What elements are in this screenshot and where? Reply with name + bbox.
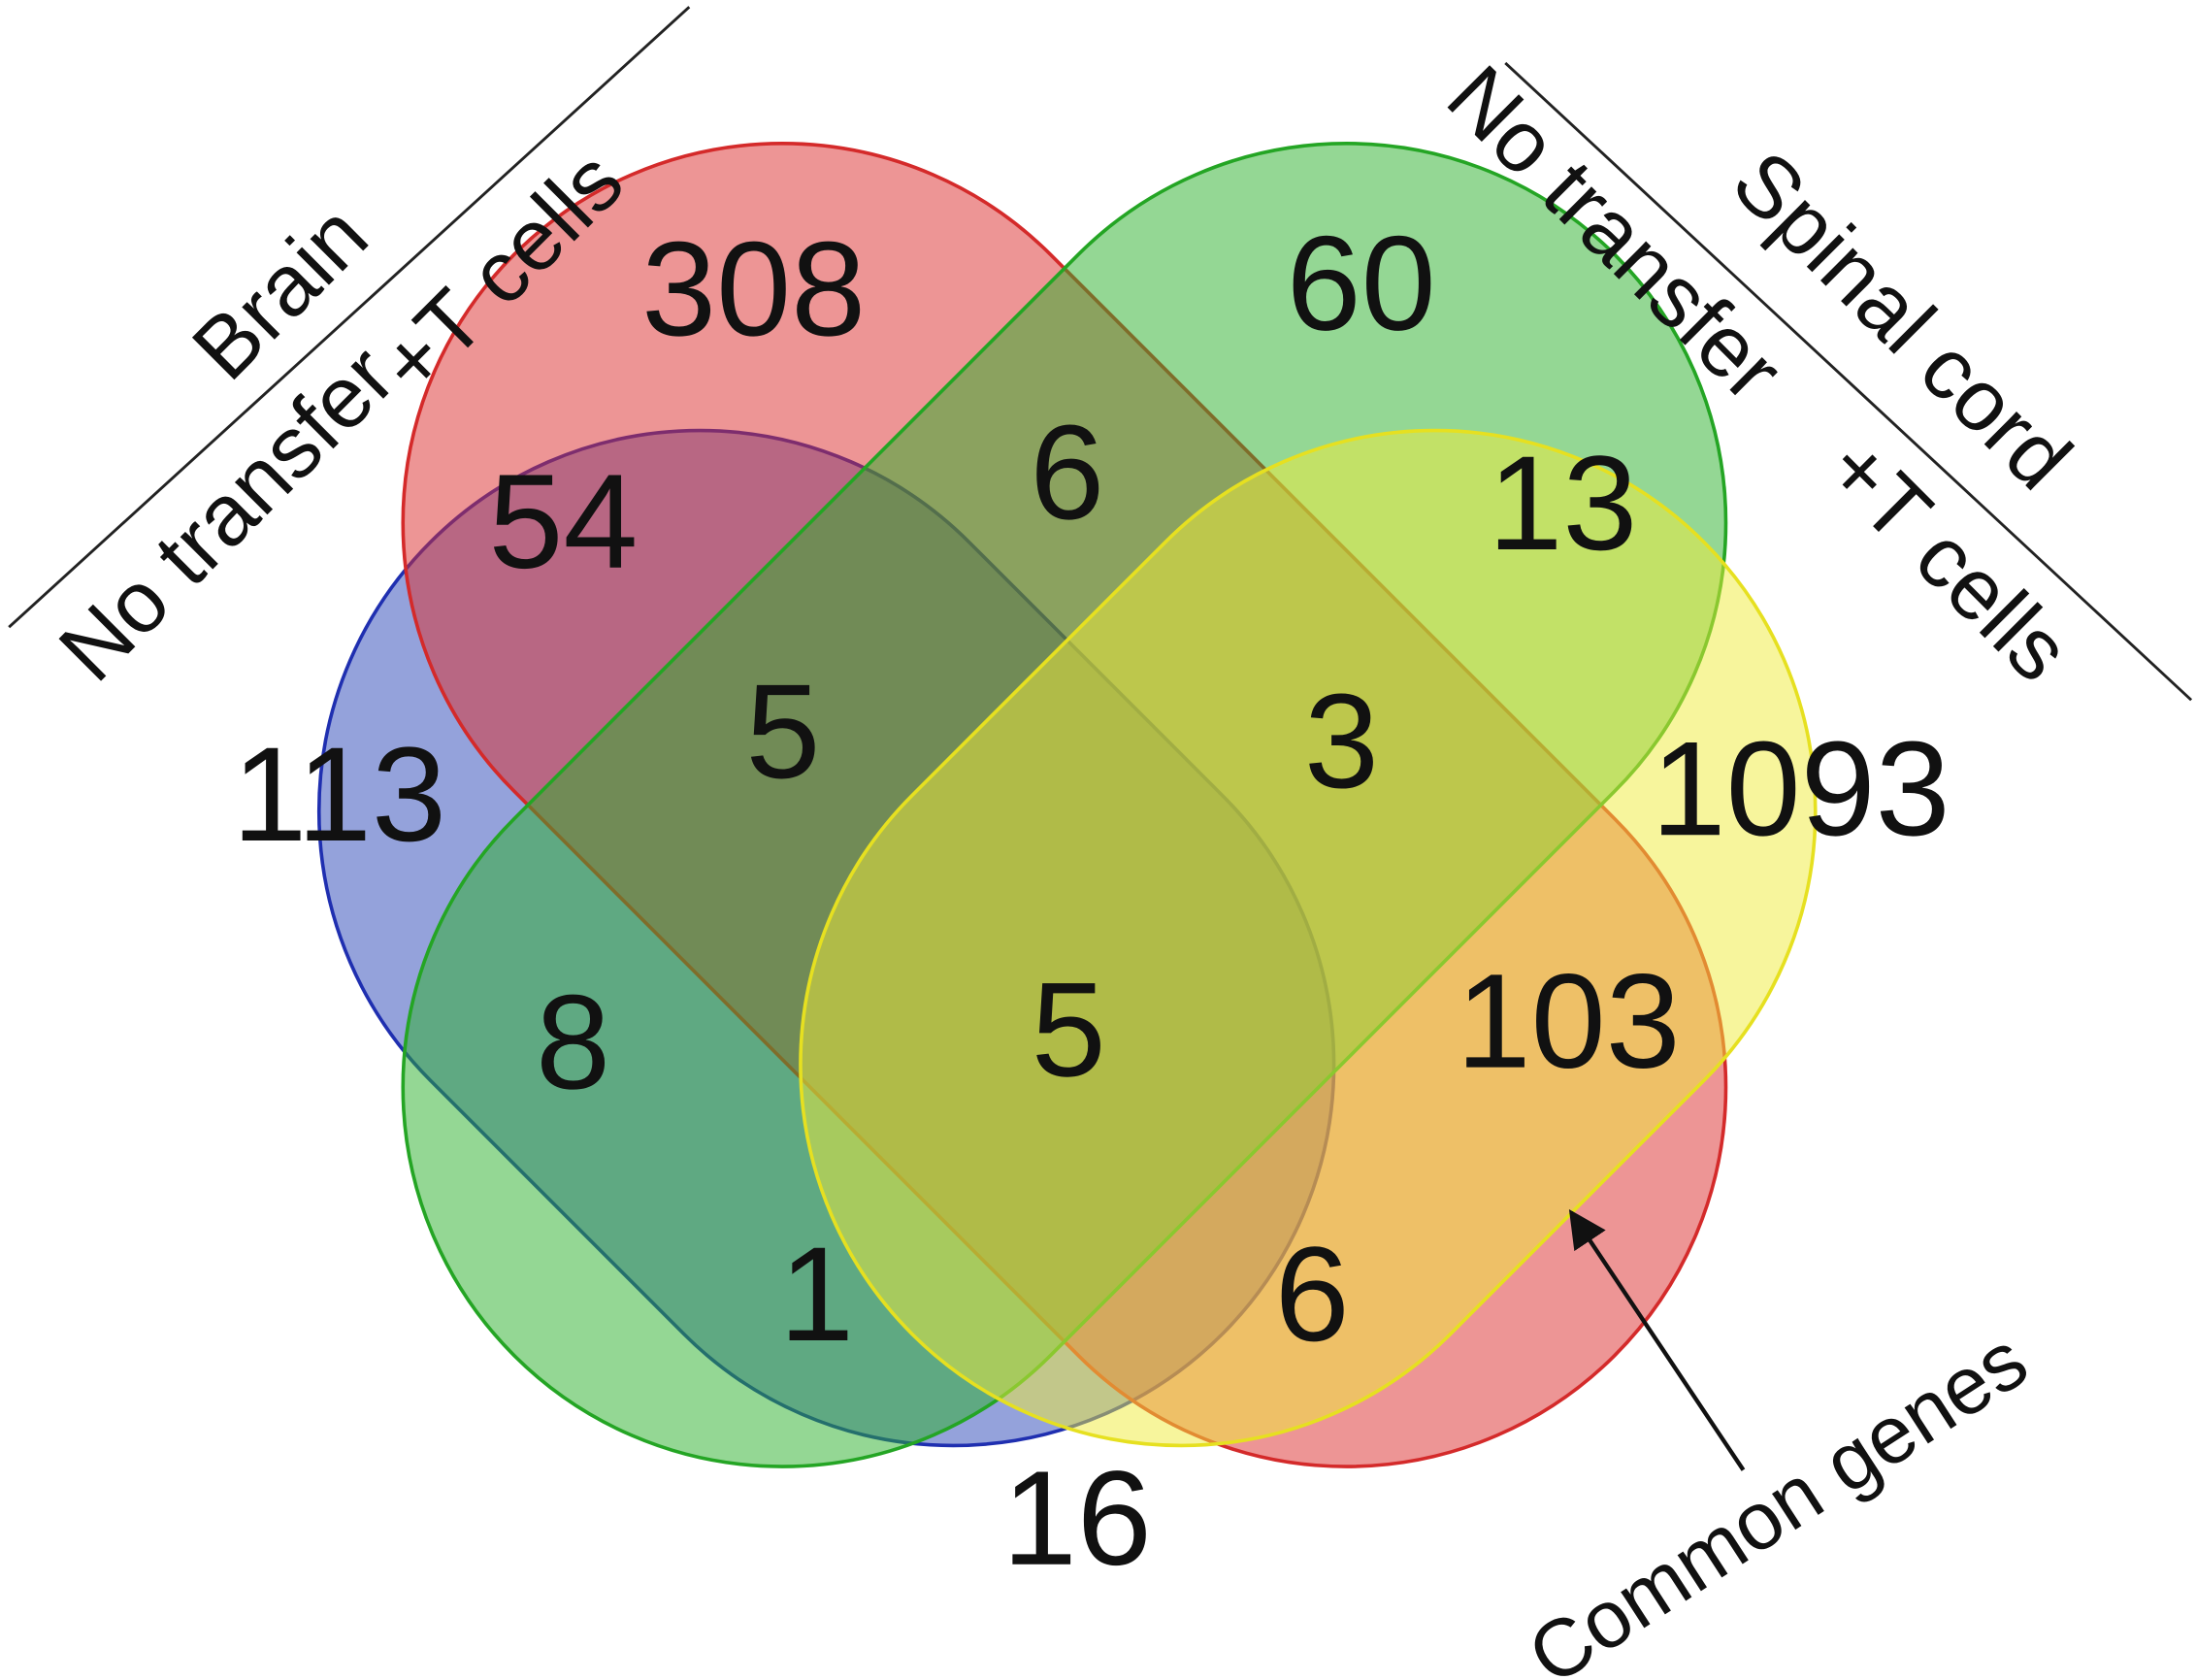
region-spinal-t-only: 1093 (1652, 714, 1950, 864)
region-brain-t-spinal-t: 103 (1457, 947, 1681, 1097)
region-spinal-none-only: 60 (1287, 210, 1436, 359)
region-brain-none-spinal-t: 16 (1002, 1444, 1152, 1594)
capsule-yellow (799, 428, 1818, 1448)
brain-header-rule (8, 6, 691, 629)
region-all-four: 5 (1032, 955, 1106, 1104)
region-brain-none-spinal-none-spinal-t: 1 (779, 1220, 854, 1369)
region-brain-none-brain-t: 54 (488, 447, 638, 597)
region-brain-t-only: 308 (641, 214, 866, 364)
region-brain-t-spinal-none-spinal-t: 3 (1304, 667, 1379, 816)
common-genes-arrow (1568, 1208, 1746, 1471)
region-brain-none-brain-t-spinal-none: 5 (745, 657, 820, 807)
region-spinal-none-spinal-t: 13 (1488, 429, 1637, 578)
region-brain-none-brain-t-spinal-t: 6 (1275, 1220, 1350, 1369)
capsules (316, 142, 1818, 1468)
region-brain-t-spinal-none: 6 (1030, 398, 1104, 547)
region-brain-none-only: 113 (232, 720, 446, 870)
region-brain-none-spinal-none: 8 (536, 968, 610, 1117)
spinal-header-rule (1504, 61, 2193, 702)
